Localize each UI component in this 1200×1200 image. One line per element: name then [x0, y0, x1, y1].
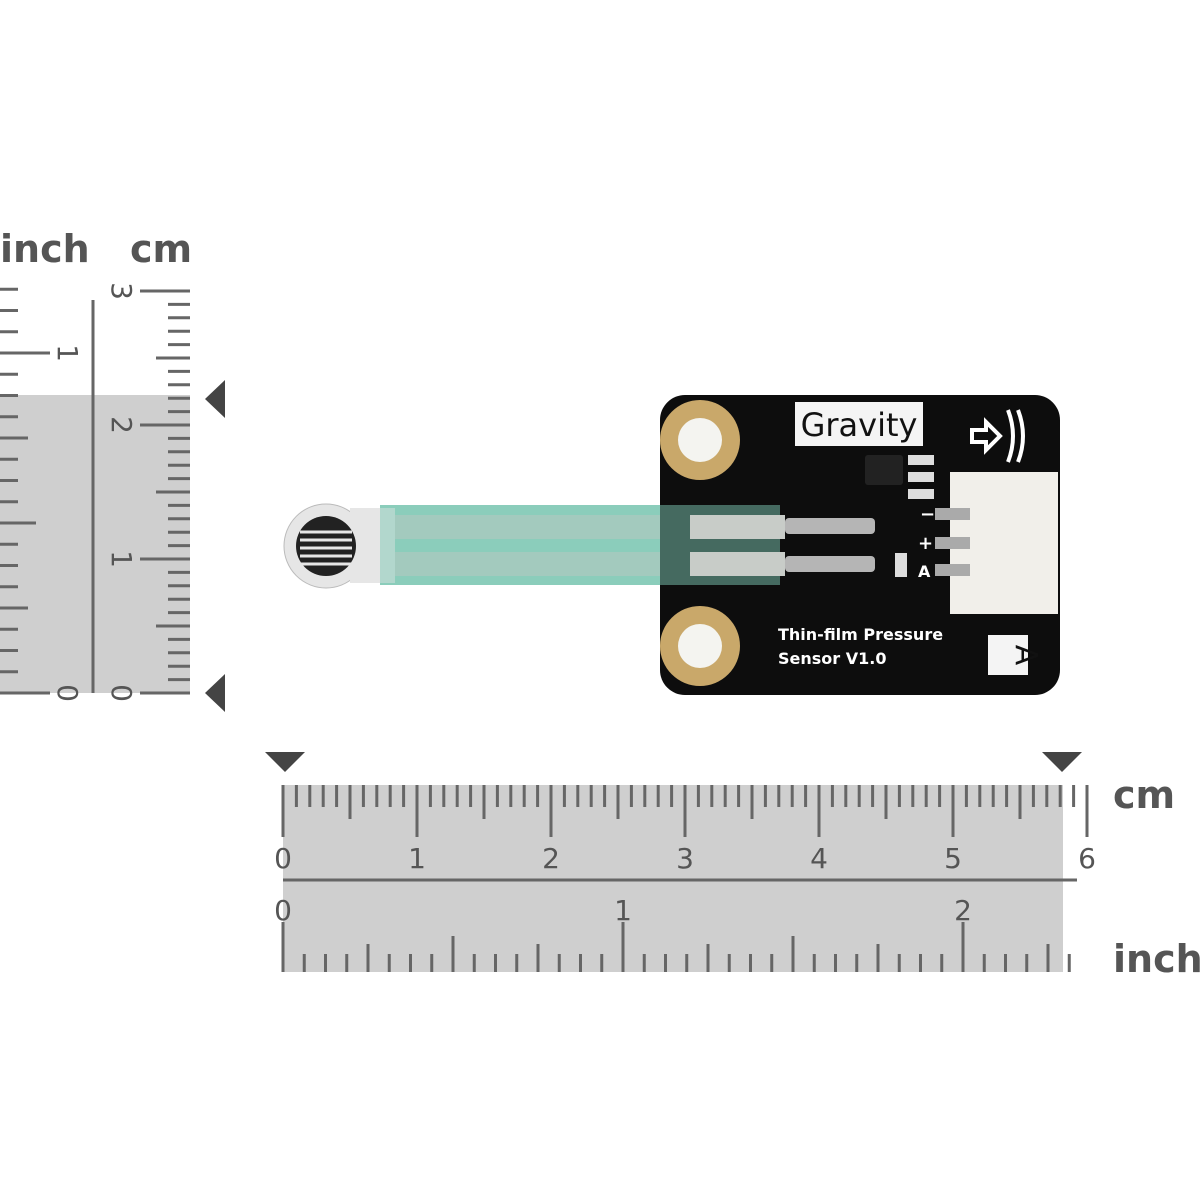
chip [865, 455, 903, 485]
board-title-line2: Sensor V1.0 [778, 649, 886, 668]
left-marker-arrow-icon [265, 752, 305, 772]
cm-number: 3 [105, 282, 138, 300]
cm-number: 2 [105, 416, 138, 434]
inch-number: 1 [614, 894, 632, 927]
mounting-hole-top [660, 400, 740, 480]
cm-number: 4 [810, 842, 828, 875]
cm-number: 0 [274, 842, 292, 875]
type-badge: A [1008, 645, 1043, 666]
measured-area [0, 395, 190, 693]
cm-number: 5 [944, 842, 962, 875]
cm-number: 1 [105, 550, 138, 568]
cm-number: 6 [1078, 842, 1096, 875]
bottom-marker-arrow-icon [205, 674, 225, 712]
pcb-board: Gravity − + A Thin-film Pressure Sensor … [380, 395, 1060, 695]
cm-number: 2 [542, 842, 560, 875]
inch-number: 1 [51, 344, 84, 362]
pin-plus-label: + [918, 533, 933, 554]
cm-label: cm [130, 227, 192, 271]
brand-box [795, 402, 923, 446]
vertical-ruler: inch cm 0 1 2 3 0 1 [0, 227, 225, 712]
signal-icon [970, 409, 1025, 463]
inch-number: 0 [51, 684, 84, 702]
inch-number: 2 [954, 894, 972, 927]
cm-number: 0 [105, 684, 138, 702]
cm-number: 1 [408, 842, 426, 875]
cm-label: cm [1113, 773, 1175, 817]
top-marker-arrow-icon [205, 380, 225, 418]
sensing-area [296, 516, 356, 576]
inch-number: 0 [274, 894, 292, 927]
inch-label: inch [1113, 937, 1200, 981]
horizontal-ruler: 0 1 2 3 4 5 6 0 1 2 cm inch [265, 752, 1200, 981]
cm-number: 3 [676, 842, 694, 875]
pin-a-label: A [918, 562, 931, 581]
type-badge-box [988, 635, 1028, 675]
inch-label: inch [0, 227, 90, 271]
mounting-hole-bottom [660, 606, 740, 686]
pin-minus-label: − [920, 504, 935, 525]
brand-logo: Gravity [801, 406, 918, 444]
right-marker-arrow-icon [1042, 752, 1082, 772]
board-title-line1: Thin-film Pressure [778, 625, 943, 644]
